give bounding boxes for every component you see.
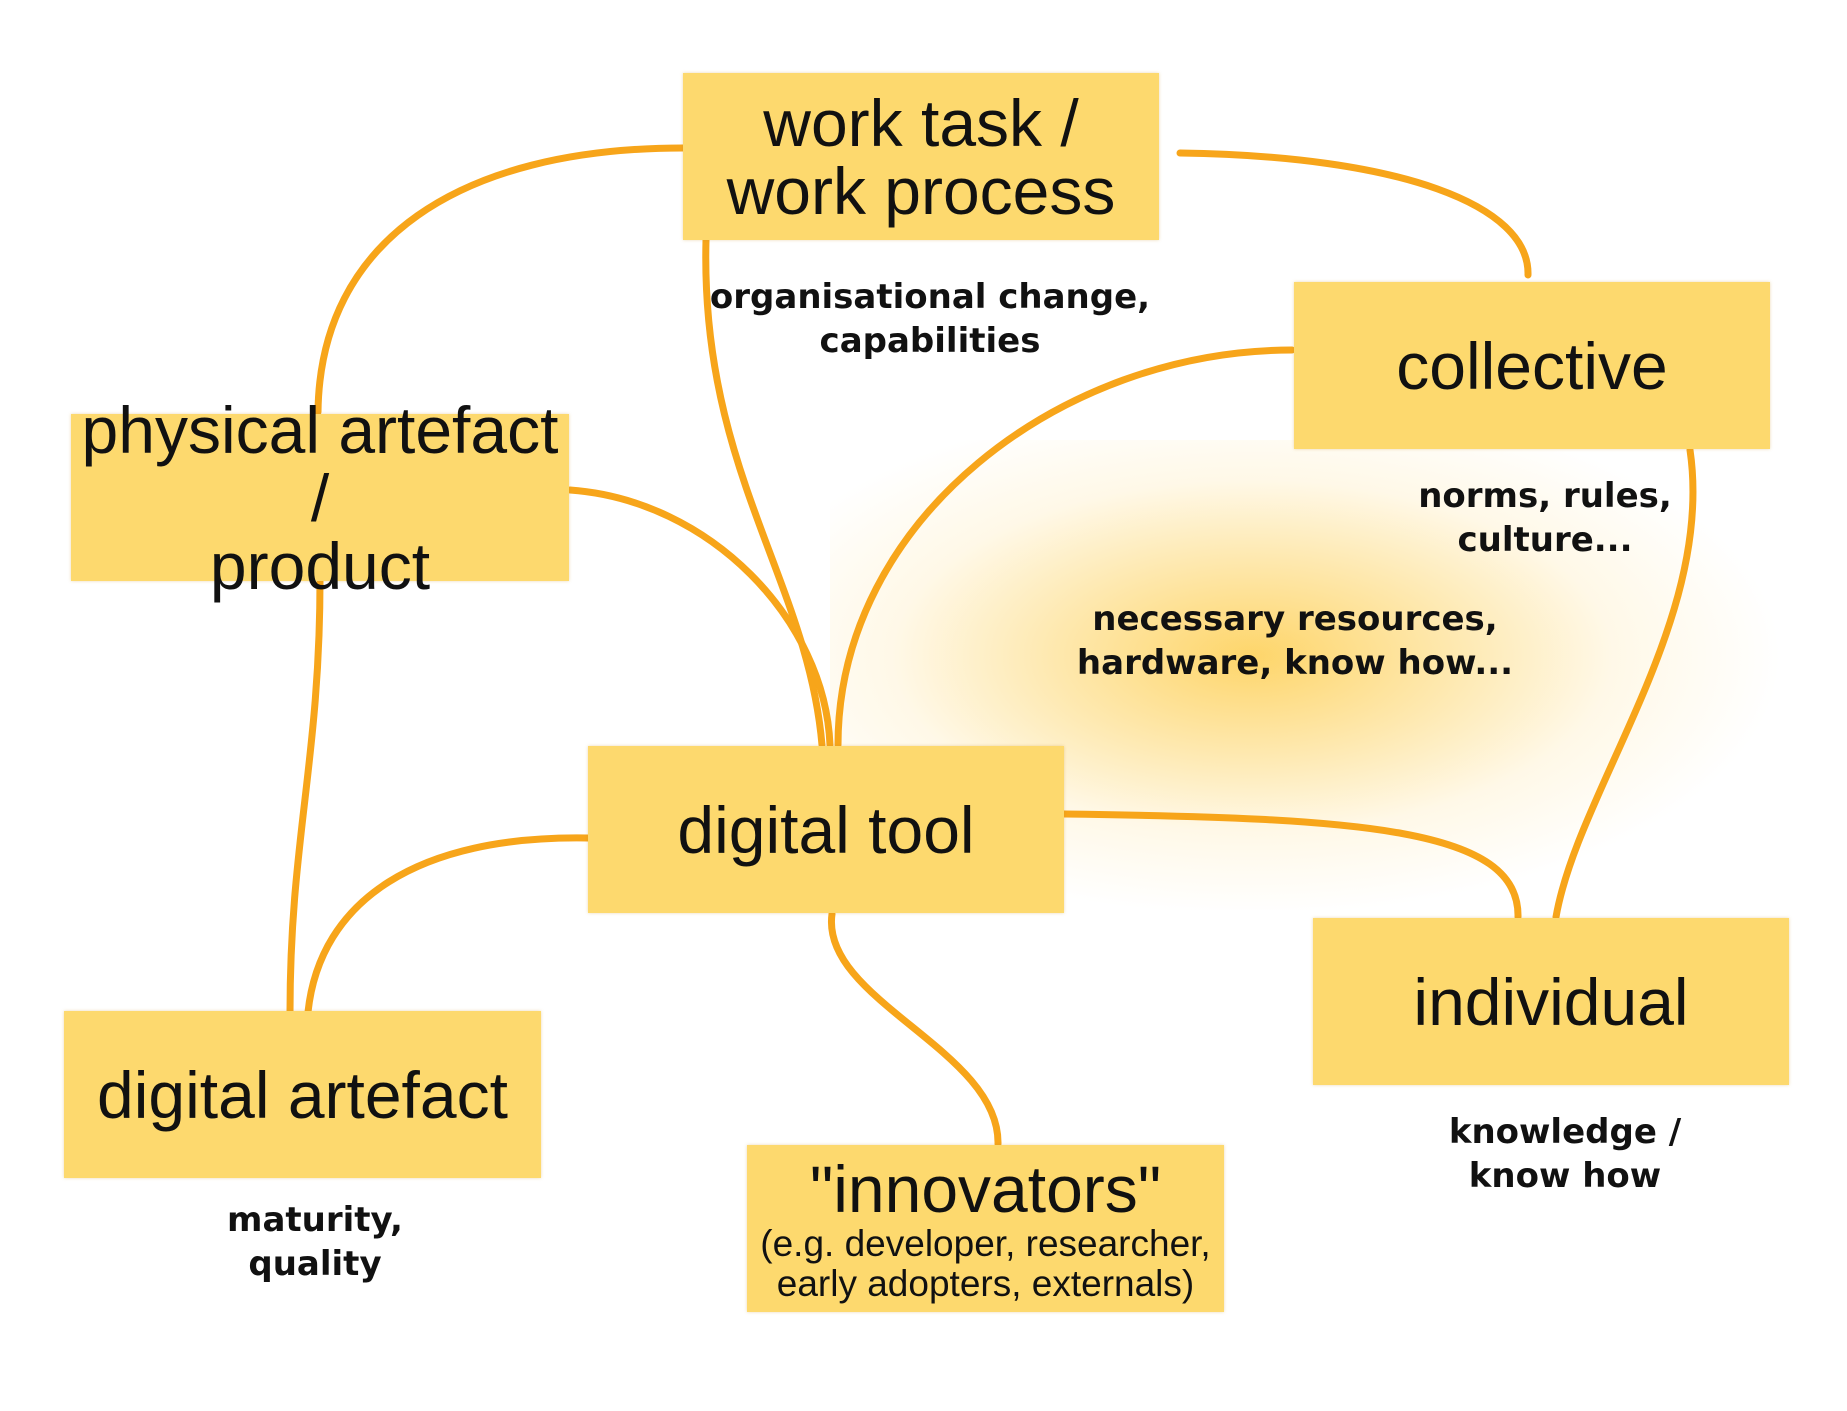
annotation-organisational-line2: capabilities (819, 321, 1041, 361)
annotation-organisational-line1: organisational change, (709, 277, 1151, 317)
node-digital-artefact: digital artefact (64, 1011, 541, 1178)
link-collective-individual (1552, 446, 1697, 921)
link-worktask-tool (702, 236, 826, 749)
annotation-resources: necessary resources, hardware, know how.… (1060, 597, 1530, 685)
node-collective: collective (1294, 282, 1770, 449)
node-digital-tool: digital tool (588, 746, 1064, 913)
annotation-norms: norms, rules, culture... (1410, 474, 1680, 562)
node-work-task-line2: work process (726, 153, 1116, 228)
node-digital-artefact-text: digital artefact (97, 1057, 508, 1132)
link-worktask-physical (314, 144, 687, 416)
node-physical-artefact: physical artefact / product (71, 396, 569, 600)
annotation-maturity: maturity, quality (180, 1198, 450, 1286)
annotation-knowledge-line1: knowledge / (1448, 1112, 1682, 1152)
node-collective-text: collective (1396, 328, 1668, 403)
annotation-maturity-line1: maturity, (227, 1200, 403, 1240)
node-individual: individual (1313, 918, 1789, 1085)
node-innovators-line1: (e.g. developer, researcher, (760, 1222, 1211, 1264)
node-innovators: "innovators" (e.g. developer, researcher… (747, 1145, 1224, 1312)
node-innovators-line2: early adopters, externals) (776, 1262, 1195, 1304)
link-tool-innovators (828, 910, 1002, 1148)
node-innovators-title: "innovators" (809, 1151, 1162, 1226)
annotation-resources-line1: necessary resources, (1092, 599, 1498, 639)
node-work-task-line1: work task / (763, 85, 1079, 160)
link-physical-digitalartefact (286, 576, 324, 1016)
annotation-knowledge: knowledge / know how (1420, 1110, 1710, 1198)
node-individual-text: individual (1413, 964, 1689, 1039)
annotation-norms-line2: culture... (1457, 520, 1633, 560)
link-tool-digitalartefact (304, 834, 592, 1016)
link-physical-tool (566, 486, 834, 749)
annotation-knowledge-line2: know how (1468, 1156, 1662, 1196)
annotation-maturity-line2: quality (248, 1244, 382, 1284)
annotation-organisational: organisational change, capabilities (700, 275, 1160, 363)
node-physical-artefact-line2: product (209, 528, 431, 603)
link-worktask-collective (1176, 149, 1532, 279)
annotation-resources-line2: hardware, know how... (1076, 643, 1514, 683)
node-work-task: work task / work process (683, 73, 1159, 240)
link-collective-tool (834, 346, 1296, 749)
node-digital-tool-text: digital tool (677, 792, 975, 867)
annotation-norms-line1: norms, rules, (1418, 476, 1672, 516)
link-tool-individual (1060, 810, 1522, 921)
node-physical-artefact-line1: physical artefact / (81, 392, 559, 535)
